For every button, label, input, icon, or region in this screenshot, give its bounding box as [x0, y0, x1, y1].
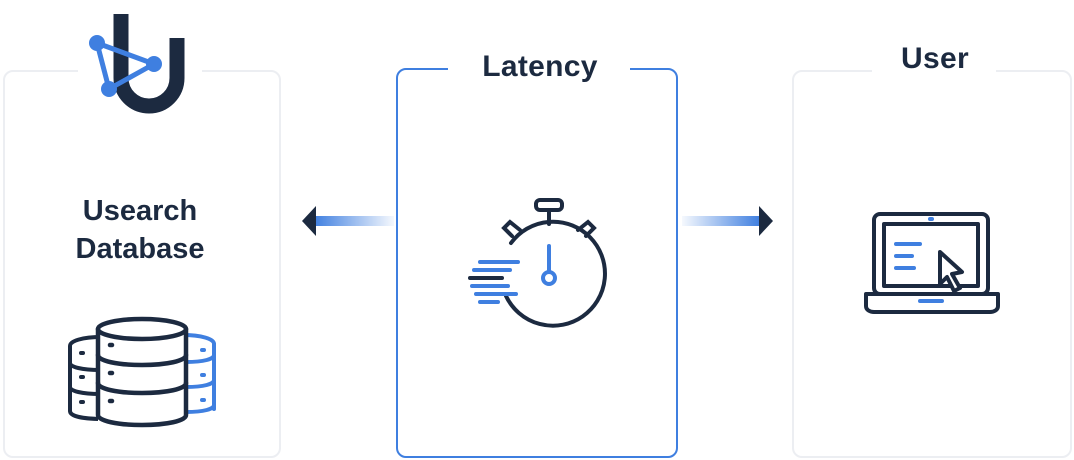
database-label-line2: Database	[75, 233, 205, 265]
database-label-line1: Usearch	[82, 195, 198, 227]
latency-title-notch	[448, 60, 630, 80]
latency-title: Latency	[482, 50, 598, 83]
latency-panel	[396, 68, 678, 458]
stopwatch-icon	[468, 198, 607, 328]
user-panel	[792, 70, 1072, 458]
user-title: User	[901, 42, 969, 75]
arrow-right-icon	[682, 206, 773, 236]
user-title-notch	[872, 60, 996, 80]
database-label: Usearch Database	[40, 192, 240, 268]
usearch-logo	[89, 14, 185, 114]
laptop-cursor-icon	[864, 212, 1000, 314]
arrow-left-icon	[302, 206, 394, 236]
database-icon	[68, 316, 216, 428]
